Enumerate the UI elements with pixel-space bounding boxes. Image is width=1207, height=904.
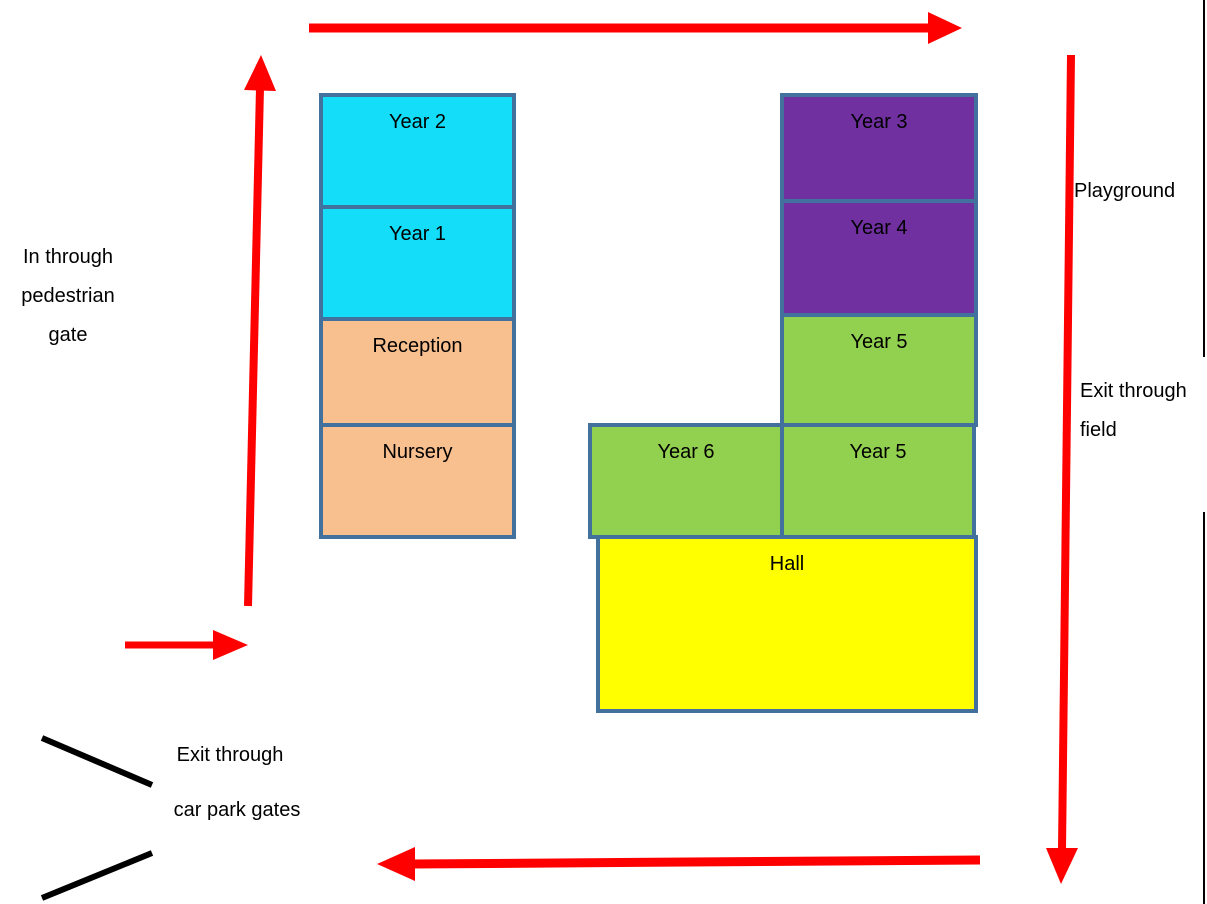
room-label: Year 5 [850, 331, 908, 353]
room-label: Year 4 [850, 217, 908, 239]
room-year-3: Year 3 [780, 93, 978, 203]
top-arrow [309, 12, 962, 44]
room-label: Year 6 [657, 441, 715, 463]
room-hall: Hall [596, 535, 978, 713]
room-label: Nursery [382, 441, 453, 463]
room-year-5-upper: Year 5 [780, 313, 978, 427]
room-label: Year 1 [388, 223, 447, 245]
exit-car-park-line2: car park gates [173, 799, 301, 821]
bottom-arrow [377, 847, 981, 881]
exit-car-park-line1: Exit through [176, 744, 284, 766]
room-label: Year 5 [849, 441, 907, 463]
exit-field-label: Exit through field [1080, 380, 1187, 441]
room-label: Hall [769, 553, 805, 575]
boundary-line [1203, 512, 1205, 904]
up-arrow [244, 55, 276, 607]
car-park-gate-icon [40, 735, 154, 788]
room-label: Reception [372, 335, 463, 357]
car-park-gate-icon [40, 850, 154, 901]
entry-arrow [125, 630, 248, 660]
room-label: Year 3 [850, 111, 908, 133]
entry-label: In through pedestrian gate [21, 246, 115, 346]
room-reception: Reception [319, 317, 516, 427]
room-year-4: Year 4 [780, 199, 978, 317]
playground-label: Playground [1074, 180, 1176, 202]
room-nursery: Nursery [319, 423, 516, 539]
room-year-2: Year 2 [319, 93, 516, 209]
room-label: Year 2 [388, 111, 447, 133]
boundary-line [1203, 0, 1205, 357]
down-arrow [1046, 54, 1078, 884]
